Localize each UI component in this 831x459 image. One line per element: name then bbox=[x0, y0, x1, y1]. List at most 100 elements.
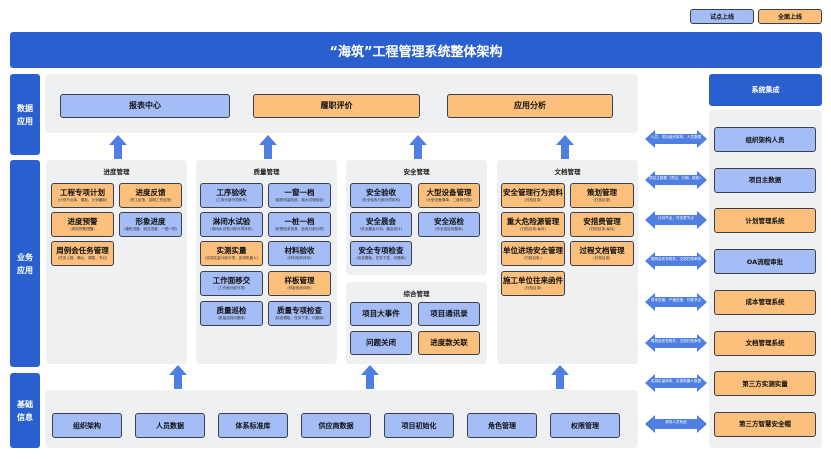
module-item-label: 施工单位往来函件 bbox=[503, 276, 563, 285]
base-item[interactable]: 供应商数据 bbox=[301, 413, 371, 438]
module-item-desc: (归档目录-) bbox=[523, 256, 543, 260]
module-item-desc: (风险预警提醒) bbox=[70, 227, 95, 231]
module-item-desc: (检查模板、任务下发、问题库) bbox=[356, 256, 406, 260]
up-arrow-icon bbox=[551, 365, 569, 389]
module-item[interactable]: 工序验收(工序分部分项体系) bbox=[200, 183, 263, 208]
bidirectional-arrow: 周例会任务附件、文档归档审批 bbox=[645, 333, 707, 352]
module-item[interactable]: 安措费管理(归档目录-每月) bbox=[570, 212, 634, 237]
module-item[interactable]: 安全专项检查(检查模板、任务下发、问题库) bbox=[350, 241, 412, 266]
module-item-desc: (计划节点库、模板、计划编制) bbox=[57, 198, 108, 202]
module-item[interactable]: 单位进场安全管理(归档目录-) bbox=[501, 241, 565, 266]
module-item[interactable]: 工程专项计划(计划节点库、模板、计划编制) bbox=[51, 183, 114, 208]
module-item-label: 进度预警 bbox=[67, 217, 98, 226]
module-item[interactable]: 样板管理(样板验收体系) bbox=[268, 271, 331, 296]
module-item[interactable]: 淋闭水试验(淋闭水试验分部分项体系) bbox=[200, 212, 263, 237]
page-title: “海筑”工程管理系统整体架构 bbox=[10, 32, 822, 68]
integration-item[interactable]: 计划管理系统 bbox=[714, 208, 816, 234]
integration-panel bbox=[709, 110, 822, 448]
base-item[interactable]: 角色管理 bbox=[467, 413, 537, 438]
base-item[interactable]: 体系标准库 bbox=[218, 413, 288, 438]
base-item[interactable]: 项目初始化 bbox=[384, 413, 454, 438]
bidirectional-arrow: 实测实量体系、实测机器人数据 bbox=[645, 374, 707, 393]
data-app-2[interactable]: 履职评价 bbox=[253, 94, 420, 118]
module-item[interactable]: 实测实量(实测实量分部分项、实测机器人) bbox=[200, 241, 263, 266]
module-item[interactable]: 问题关闭 bbox=[350, 331, 412, 355]
integration-item[interactable]: 文档管理系统 bbox=[714, 330, 816, 356]
module-item[interactable]: 材料验收(材料验收体系) bbox=[268, 241, 331, 266]
module-item-label: 单位进场安全管理 bbox=[503, 246, 563, 255]
module-item-desc: (安全晨会计划、晨会统计) bbox=[359, 227, 403, 231]
module-item-label: 策划管理 bbox=[587, 188, 617, 197]
module-item[interactable]: 一桩一档(桩基验收信息、验收分部分项) bbox=[268, 212, 331, 237]
integration-item[interactable]: OA流程审批 bbox=[714, 249, 816, 275]
module-item[interactable]: 重大危险源管理(归档目录-每月) bbox=[501, 212, 565, 237]
module-title: 质量管理 bbox=[253, 168, 280, 176]
module-item[interactable]: 过程文档管理(归档目录) bbox=[570, 241, 634, 266]
module-item-label: 过程文档管理 bbox=[579, 246, 625, 255]
up-arrow-icon bbox=[361, 365, 379, 389]
integration-item-label: 项目主数据 bbox=[748, 176, 782, 185]
base-item[interactable]: 权限管理 bbox=[550, 413, 620, 438]
module-item-desc: (安全巡检问题库) bbox=[435, 227, 463, 231]
integration-item[interactable]: 项目主数据 bbox=[714, 167, 816, 193]
module-item[interactable]: 质量专项检查(检查模板、任务下发、问题库) bbox=[268, 301, 331, 326]
module-item-label: 周例会任务管理 bbox=[56, 246, 109, 255]
module-item[interactable]: 一窗一档(窗框安装验收、淋水试验验收) bbox=[268, 183, 331, 208]
module-item[interactable]: 大型设备管理(大型设备清单、二维码扫描) bbox=[418, 183, 480, 208]
module-item[interactable]: 进度款关联 bbox=[418, 331, 480, 355]
module-item[interactable]: 策划管理(归档目录) bbox=[570, 183, 634, 208]
integration-item-label: 计划管理系统 bbox=[745, 216, 785, 225]
module-item-desc: (归档目录-每月) bbox=[520, 227, 546, 231]
module-title: 进度管理 bbox=[103, 168, 130, 176]
integration-item-label: 文档管理系统 bbox=[745, 339, 785, 347]
integration-item[interactable]: 成本管理系统 bbox=[714, 289, 816, 315]
integration-item[interactable]: 第三方智慧安全帽 bbox=[714, 411, 816, 437]
integration-item-label: 第三方智慧安全帽 bbox=[739, 420, 791, 429]
integration-item-label: 第三方实测实量 bbox=[742, 379, 788, 388]
module-item-desc: (归档目录) bbox=[524, 198, 542, 202]
up-arrow-icon bbox=[556, 135, 574, 159]
module-item-desc: (工作面分部分项) bbox=[217, 286, 246, 290]
module-item-label: 进度反馈 bbox=[135, 188, 166, 197]
legend-pilot: 试点上线 bbox=[690, 9, 754, 24]
module-item-label: 安全管理行为资料 bbox=[503, 188, 563, 197]
module-item[interactable]: 工作面移交(工作面分部分项) bbox=[200, 271, 263, 296]
module-item-desc: (楼栋进度、南交进度、一图一档) bbox=[123, 227, 178, 231]
module-item-desc: (任务上报、确认、调整、书记) bbox=[57, 256, 108, 260]
module-item[interactable]: 进度反馈(停工反馈、延期工作反馈) bbox=[119, 183, 182, 208]
bidirectional-arrow: 计划节点、任务表节点 bbox=[645, 211, 707, 230]
flow-label: 项目主数据（项目、分期、楼栋） bbox=[649, 175, 703, 180]
module-item-label: 问题关闭 bbox=[366, 338, 396, 347]
integration-item[interactable]: 组织架构人员 bbox=[714, 127, 816, 152]
data-app-3[interactable]: 应用分析 bbox=[447, 94, 613, 118]
flow-label: 现场人员轨迹 bbox=[665, 419, 687, 424]
module-item-label: 工程专项计划 bbox=[60, 188, 105, 197]
integration-title: 系统集成 bbox=[709, 74, 822, 106]
module-item-label: 工作面移交 bbox=[212, 276, 251, 285]
module-item-desc: (工序分部分项体系) bbox=[215, 198, 248, 202]
module-item-label: 安全验收 bbox=[366, 188, 396, 197]
module-item[interactable]: 安全验收(安全验收分部分项体系) bbox=[350, 183, 412, 208]
data-app-1[interactable]: 报表中心 bbox=[60, 94, 230, 118]
module-item-desc: (大型设备清单、二维码扫描) bbox=[426, 198, 472, 202]
module-item[interactable]: 安全管理行为资料(归档目录) bbox=[501, 183, 565, 208]
legend-full-label: 全面上线 bbox=[777, 14, 802, 21]
base-item[interactable]: 组织架构 bbox=[52, 413, 122, 438]
module-item[interactable]: 形象进度(楼栋进度、南交进度、一图一档) bbox=[119, 212, 182, 237]
module-item-desc: (归档目录) bbox=[593, 198, 611, 202]
module-item[interactable]: 施工单位往来函件(归档目录) bbox=[501, 271, 565, 296]
module-item[interactable]: 进度预警(风险预警提醒) bbox=[51, 212, 114, 237]
module-item[interactable]: 质量巡检(质量巡检问题库) bbox=[200, 301, 263, 326]
up-arrow-icon bbox=[109, 135, 127, 159]
module-item-desc: (安全验收分部分项体系) bbox=[361, 198, 401, 202]
module-item[interactable]: 安全晨会(安全晨会计划、晨会统计) bbox=[350, 212, 412, 237]
module-item[interactable]: 安全巡检(安全巡检问题库) bbox=[418, 212, 480, 237]
module-item[interactable]: 周例会任务管理(任务上报、确认、调整、书记) bbox=[51, 241, 114, 266]
module-item-label: 重大危险源管理 bbox=[506, 217, 560, 226]
base-item[interactable]: 人员数据 bbox=[135, 413, 205, 438]
module-item[interactable]: 项目通讯录 bbox=[418, 302, 480, 326]
module-item[interactable]: 项目大事件 bbox=[350, 302, 412, 326]
module-item-label: 质量专项检查 bbox=[277, 306, 322, 315]
integration-item[interactable]: 第三方实测实量 bbox=[714, 371, 816, 397]
up-arrow-icon bbox=[409, 135, 427, 159]
